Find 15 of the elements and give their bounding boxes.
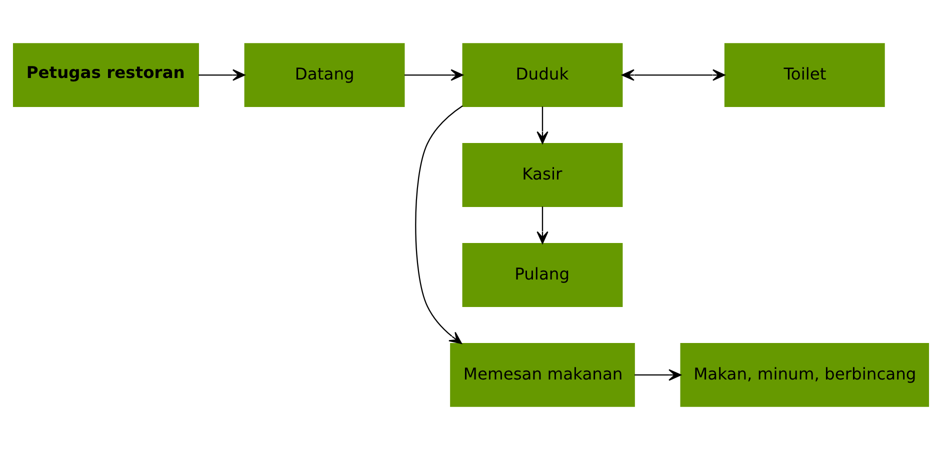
node-box: Pulang bbox=[462, 242, 623, 306]
arrow bbox=[622, 68, 726, 80]
node-box: Toilet bbox=[724, 42, 885, 106]
arrow bbox=[415, 104, 463, 344]
arrow bbox=[404, 68, 464, 80]
node-box: Memesan makanan bbox=[450, 342, 635, 406]
arrow bbox=[198, 68, 246, 80]
node-box: Makan, minum, berbincang bbox=[680, 342, 930, 406]
node-box: Petugas restoran bbox=[12, 42, 199, 106]
arrow bbox=[634, 368, 682, 380]
arrow bbox=[536, 206, 548, 244]
node-box: Datang bbox=[244, 42, 405, 106]
node-box: Duduk bbox=[462, 42, 623, 106]
arrow bbox=[536, 106, 548, 144]
node-box: Kasir bbox=[462, 142, 623, 206]
